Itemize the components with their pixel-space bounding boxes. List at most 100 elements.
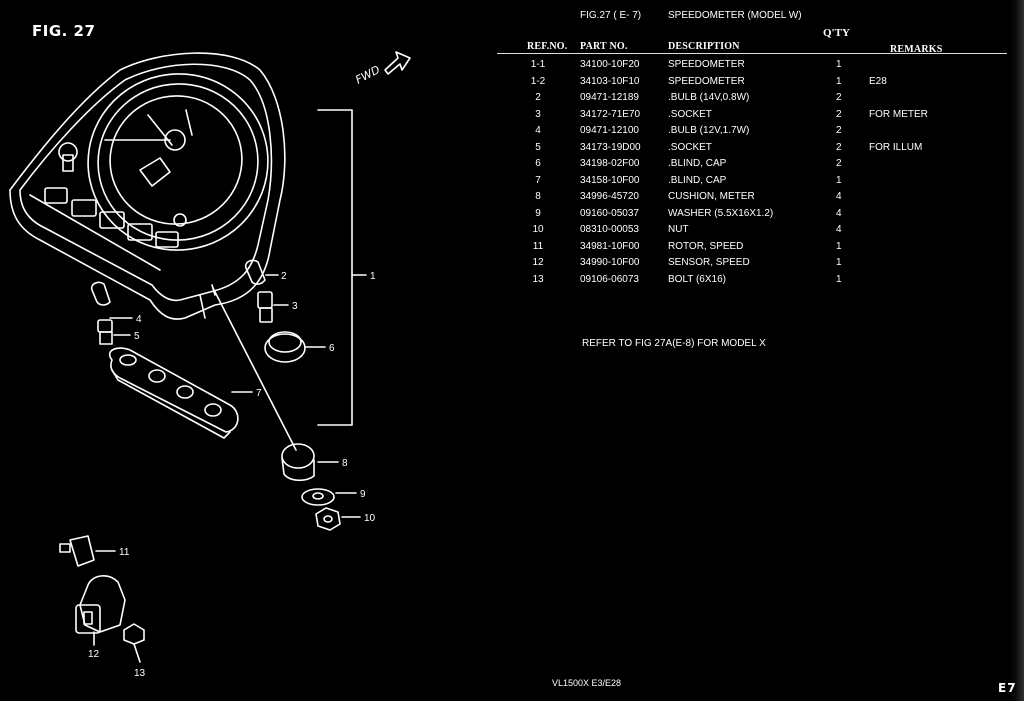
blind-cap-6 — [264, 331, 326, 363]
ref-no-cell: 9 — [535, 207, 541, 219]
description-cell: SPEEDOMETER — [668, 75, 745, 87]
fwd-label: FWD — [353, 63, 382, 87]
page-edge-shadow — [1010, 0, 1024, 701]
qty-cell: 4 — [836, 224, 842, 235]
description-cell: .SOCKET — [668, 108, 712, 120]
part-no-cell: 09471-12189 — [580, 92, 639, 103]
qty-cell: 1 — [836, 59, 842, 70]
cushion-8 — [281, 443, 339, 482]
qty-cell: 2 — [836, 92, 842, 103]
ref-no-cell: 2 — [535, 92, 541, 103]
callout-12: 12 — [88, 649, 100, 660]
part-no-cell: 34172-71E70 — [580, 108, 641, 120]
qty-cell: 1 — [836, 240, 842, 252]
speed-rotor-11 — [59, 535, 116, 567]
description-cell: WASHER (5.5X16X1.2) — [668, 207, 774, 219]
washer-9 — [301, 488, 357, 506]
ref-no-cell: 3 — [535, 108, 541, 120]
part-no-cell: 09471-12100 — [580, 125, 639, 136]
callout-7: 7 — [256, 388, 262, 399]
part-no-cell: 34990-10F00 — [580, 257, 640, 268]
figure-reference: FIG.27 ( E- 7) — [580, 10, 642, 21]
description-cell: ROTOR, SPEED — [668, 240, 744, 252]
callout-9: 9 — [360, 489, 366, 500]
callout-6: 6 — [329, 343, 335, 354]
qty-cell: 2 — [836, 141, 842, 153]
callout-3: 3 — [292, 301, 298, 312]
reference-note: REFER TO FIG 27A(E-8) FOR MODEL X — [582, 338, 766, 349]
page-title: SPEEDOMETER (MODEL W) — [668, 10, 802, 21]
qty-cell: 1 — [836, 174, 842, 186]
group-bracket — [317, 109, 353, 426]
part-no-cell: 34158-10F00 — [580, 174, 640, 186]
socket-3 — [257, 291, 289, 323]
qty-cell: 1 — [836, 273, 842, 285]
ref-no-cell: 10 — [532, 224, 544, 235]
ref-no-cell: 1-2 — [530, 75, 546, 87]
description-cell: .BLIND, CAP — [668, 158, 727, 169]
page-number: E7 — [998, 681, 1017, 695]
qty-header: Q'TY — [823, 27, 850, 39]
qty-cell: 1 — [836, 75, 842, 87]
qty-cell: 2 — [836, 108, 842, 120]
ref-no-cell: 13 — [532, 273, 544, 285]
qty-cell: 4 — [836, 191, 842, 202]
part-no-cell: 08310-00053 — [580, 224, 639, 235]
part-no-cell: 09160-05037 — [580, 207, 639, 219]
part-no-cell: 34103-10F10 — [580, 75, 640, 87]
bolt-13 — [123, 623, 145, 663]
exploded-parts-diagram: FWD 1 2 3 4 5 6 7 8 9 10 11 12 13 — [9, 51, 411, 679]
description-cell: .BULB (12V,1.7W) — [668, 125, 750, 136]
remarks-cell: FOR ILLUM — [869, 141, 923, 153]
part-no-cell: 34100-10F20 — [580, 59, 640, 70]
ref-no-cell: 5 — [535, 141, 541, 153]
ref-no-cell: 1-1 — [530, 59, 546, 70]
blind-cap-7 — [108, 347, 253, 439]
description-header: DESCRIPTION — [668, 41, 740, 52]
qty-cell: 2 — [836, 125, 842, 136]
socket-5 — [97, 319, 131, 345]
description-cell: NUT — [668, 224, 689, 235]
description-cell: .BULB (14V,0.8W) — [668, 92, 750, 103]
description-cell: CUSHION, METER — [668, 191, 755, 202]
callout-5: 5 — [134, 331, 140, 342]
speed-sensor-12 — [75, 575, 126, 646]
ref-no-cell: 12 — [532, 257, 544, 268]
nut-10 — [315, 507, 361, 531]
figure-label: FIG. 27 — [32, 22, 96, 40]
ref-no-cell: 4 — [535, 125, 541, 136]
speedometer-housing — [9, 52, 286, 320]
bulb-4 — [90, 281, 133, 319]
callout-1: 1 — [370, 271, 376, 282]
part-no-cell: 34198-02F00 — [580, 158, 640, 169]
remarks-cell: E28 — [869, 75, 887, 87]
description-cell: SPEEDOMETER — [668, 59, 745, 70]
callout-10: 10 — [364, 513, 376, 524]
description-cell: .BLIND, CAP — [668, 174, 727, 186]
callout-2: 2 — [281, 271, 287, 282]
callout-8: 8 — [342, 458, 348, 469]
description-cell: .SOCKET — [668, 141, 712, 153]
callout-13: 13 — [134, 668, 146, 679]
part-no-cell: 34996-45720 — [580, 191, 639, 202]
remarks-header: REMARKS — [890, 44, 943, 55]
callout-11: 11 — [119, 547, 130, 558]
remarks-cell: FOR METER — [869, 108, 928, 120]
fwd-arrow — [384, 51, 411, 75]
ref-no-cell: 8 — [535, 191, 541, 202]
part-no-cell: 09106-06073 — [580, 273, 639, 285]
qty-cell: 2 — [836, 158, 842, 169]
ref-no-header: REF.NO. — [527, 41, 568, 52]
part-no-cell: 34981-10F00 — [580, 240, 640, 252]
description-cell: BOLT (6X16) — [668, 273, 726, 285]
qty-cell: 1 — [836, 257, 842, 268]
ref-no-cell: 7 — [535, 174, 541, 186]
part-no-cell: 34173-19D00 — [580, 141, 641, 153]
part-no-header: PART NO. — [580, 41, 628, 52]
bulb-2 — [244, 259, 279, 285]
callout-4: 4 — [136, 314, 142, 325]
model-footer: VL1500X E3/E28 — [552, 678, 622, 688]
ref-no-cell: 11 — [532, 240, 544, 252]
qty-cell: 4 — [836, 207, 842, 219]
header-rule — [497, 53, 1007, 54]
